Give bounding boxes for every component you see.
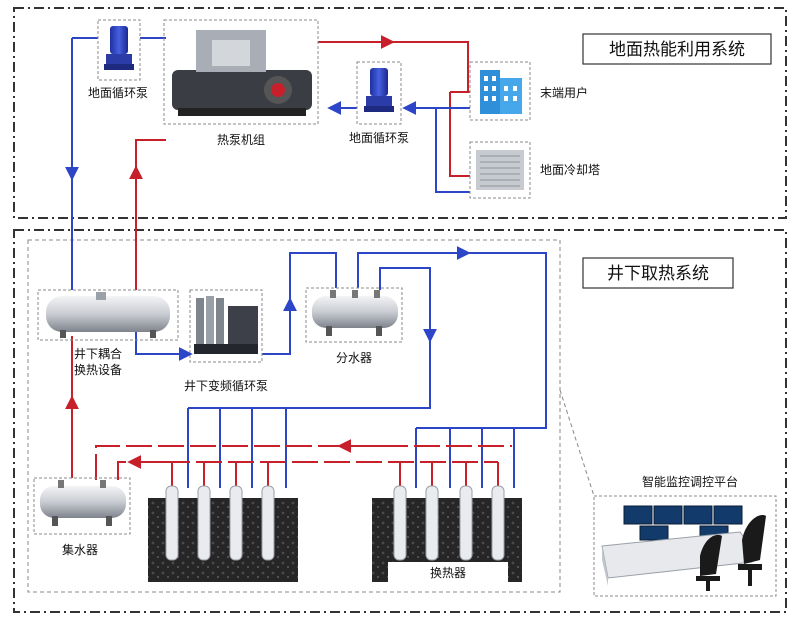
surface-system-title: 地面热能利用系统 — [609, 40, 745, 60]
water-distributor: 分水器 — [305, 287, 403, 365]
surface-pump-left-label: 地面循环泵 — [88, 86, 148, 100]
platform-connector — [559, 389, 595, 497]
end-user-label: 末端用户 — [540, 85, 588, 100]
surface-pump-right-label: 地面循环泵 — [349, 131, 409, 145]
pipe-unit-to-user — [318, 41, 470, 93]
surface-pump-left: 地面循环泵 — [88, 19, 148, 100]
end-user: 末端用户 — [469, 61, 588, 121]
coupling-heat-exchanger: 井下耦合 换热设备 — [37, 289, 179, 377]
coupling-exchanger-label-2: 换热设备 — [74, 363, 122, 377]
vf-circulation-pump: 井下变频循环泵 — [184, 289, 268, 393]
cooling-tower-label: 地面冷却塔 — [540, 163, 600, 177]
cooling-tower: 地面冷却塔 — [469, 141, 600, 199]
well-field-right: 换热器 — [372, 485, 522, 582]
pipe-pump-to-distributor — [262, 252, 337, 355]
pipe-distributor-left — [188, 267, 431, 409]
underground-system-title: 井下取热系统 — [607, 264, 709, 284]
left-well-blue-feeders — [187, 408, 287, 488]
right-well-blue-feeders — [415, 428, 515, 488]
water-distributor-label: 分水器 — [336, 351, 372, 365]
coupling-exchanger-label-1: 井下耦合 — [74, 346, 122, 361]
pipe-tower-return-blue — [435, 107, 470, 193]
pipe-to-tower-red — [449, 91, 470, 177]
underground-system-title-box: 井下取热系统 — [582, 257, 734, 289]
surface-system-frame — [13, 7, 787, 219]
well-field-left — [148, 485, 298, 582]
pipe-return-red-lower — [117, 461, 498, 480]
water-collector-label: 集水器 — [62, 542, 98, 557]
pipe-supply-to-unit — [135, 139, 166, 290]
surface-pump-right: 地面循环泵 — [349, 61, 409, 145]
well-red-risers — [171, 462, 499, 488]
surface-system-title-box: 地面热能利用系统 — [582, 33, 772, 65]
control-platform: 智能监控调控平台 — [593, 474, 777, 597]
heat-exchanger-label: 换热器 — [430, 566, 466, 580]
water-collector: 集水器 — [33, 477, 131, 557]
vf-pump-label: 井下变频循环泵 — [184, 378, 268, 393]
pipe-exchanger-to-pump — [135, 330, 193, 361]
underground-system-frame — [13, 229, 787, 613]
heat-pump-unit-label: 热泵机组 — [217, 133, 265, 147]
pipe-distributor-right — [357, 252, 547, 429]
underground-inner-frame — [27, 239, 561, 593]
control-platform-label: 智能监控调控平台 — [642, 474, 738, 489]
heat-pump-unit: 热泵机组 — [163, 19, 319, 147]
